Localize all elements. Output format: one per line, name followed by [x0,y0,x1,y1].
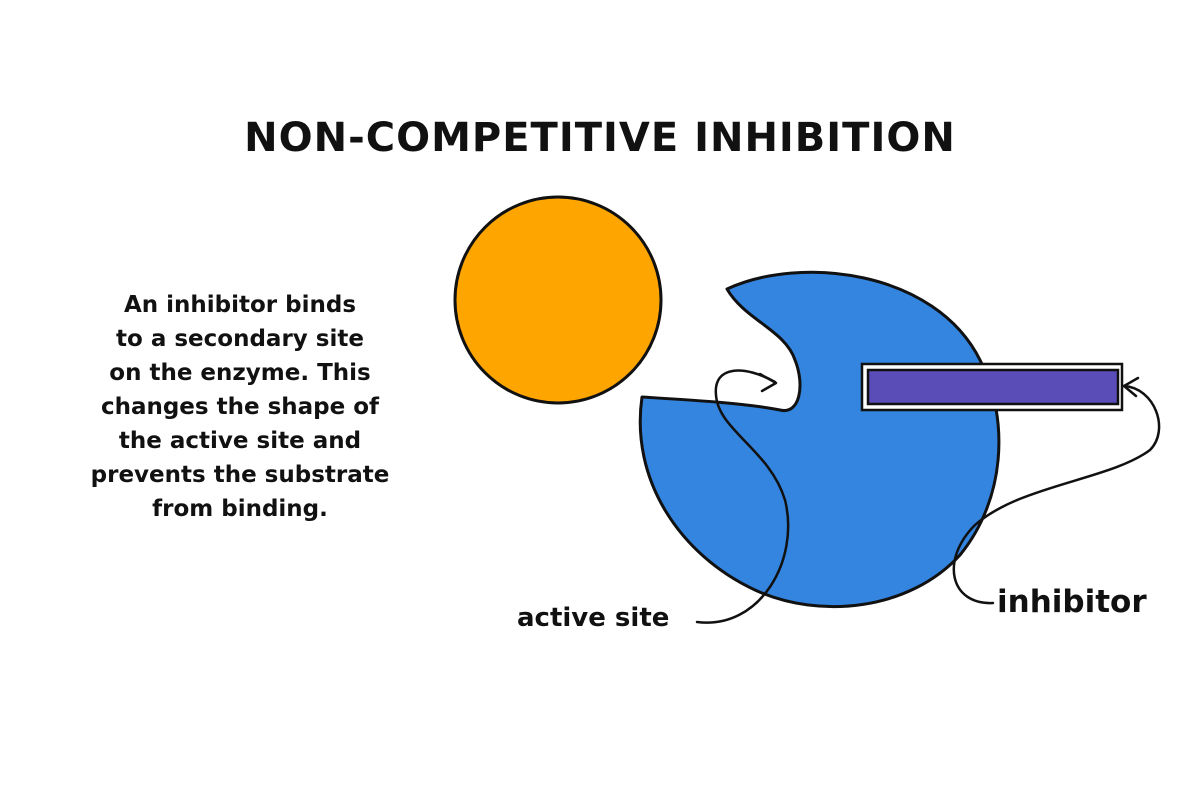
description-line: on the enzyme. This [109,360,371,386]
enzyme-body [638,270,1001,609]
description-line: from binding. [152,496,328,522]
description-line: changes the shape of [100,394,380,420]
description-line: to a secondary site [116,326,364,352]
description-line: the active site and [118,428,362,454]
active-site-pointer-line [695,369,790,624]
description-text: An inhibitor binds to a secondary site o… [40,288,440,526]
diagram-title: NON-COMPETITIVE INHIBITION [244,115,956,161]
inhibitor-label: inhibitor [997,584,1147,620]
inhibitor-pointer-line [952,384,1161,605]
inhibitor-arrowhead-icon [1122,376,1140,398]
substrate-circle [453,195,663,405]
active-site-arrowhead-icon [758,372,778,393]
inhibitor-bar [866,368,1120,406]
description-line: prevents the substrate [90,462,390,488]
active-site-label: active site [517,603,670,633]
description-line: An inhibitor binds [123,292,357,318]
